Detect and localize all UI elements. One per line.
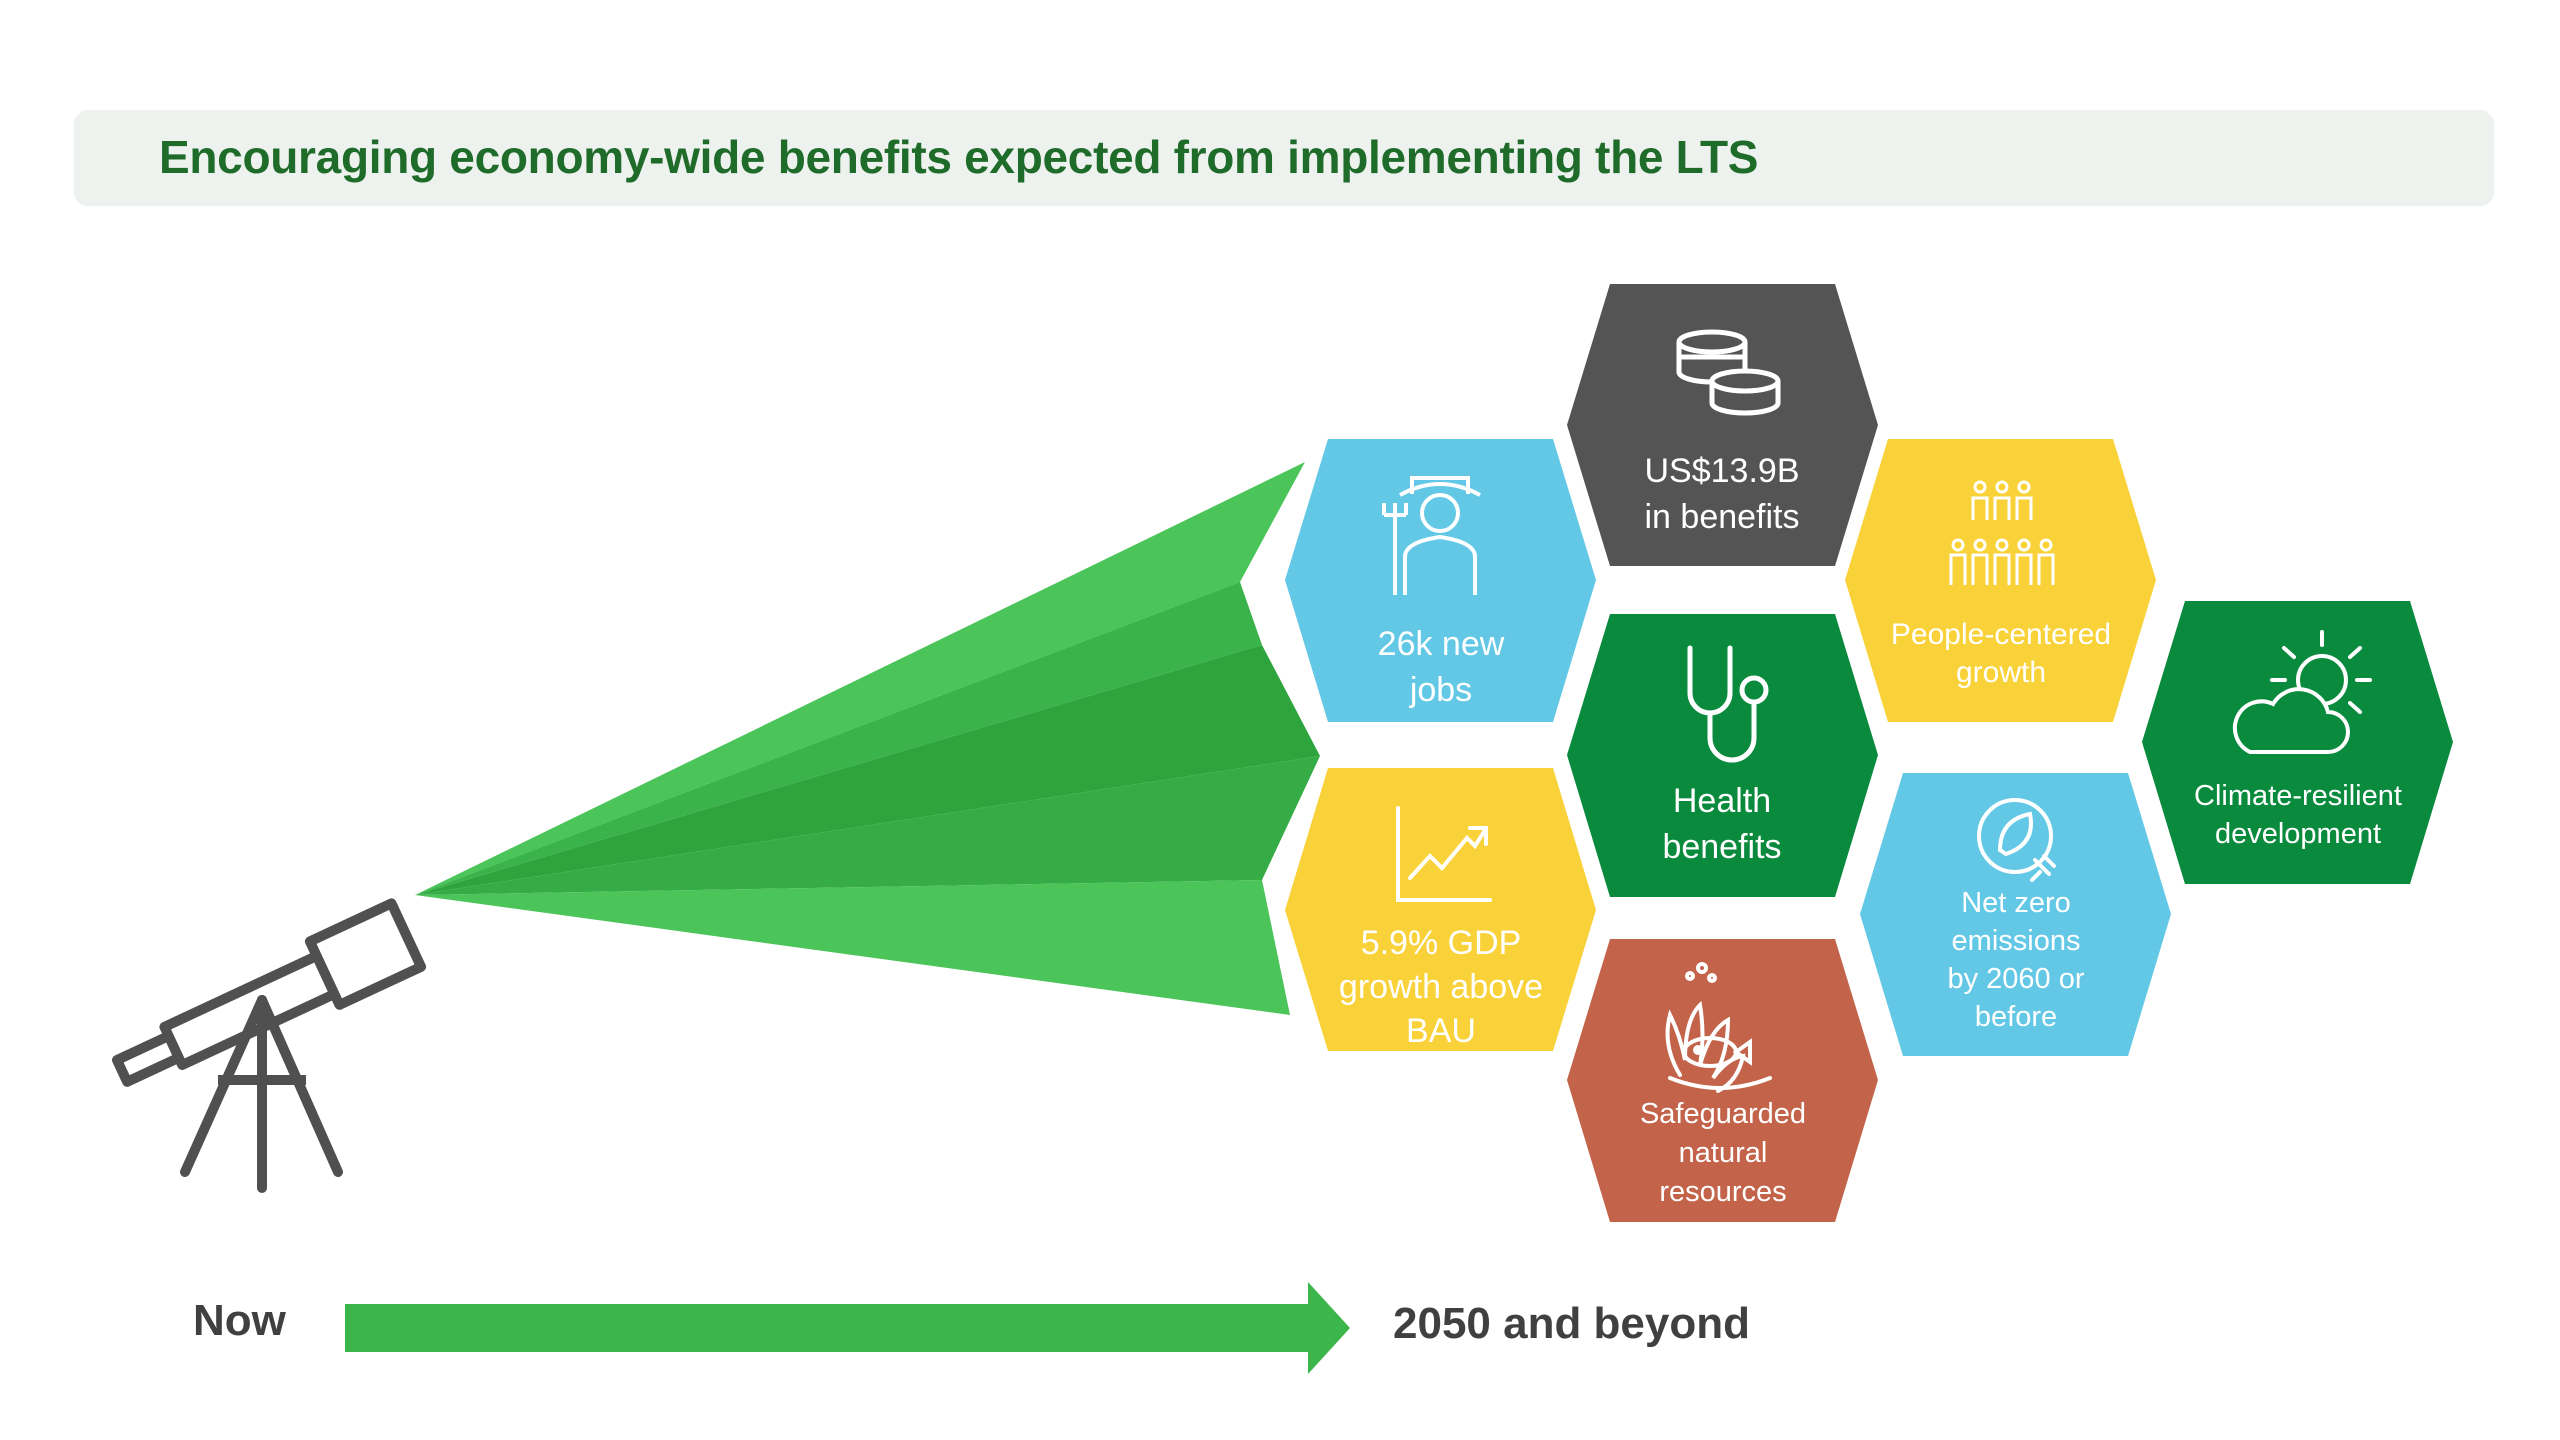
timeline-start-label: Now: [193, 1296, 286, 1345]
cone-band-1: [415, 582, 1262, 895]
telescope-icon: [111, 898, 427, 1193]
leaf-plug-icon: [1977, 798, 2056, 882]
gdp-line-3: BAU: [1406, 1012, 1476, 1050]
hex-gdp: 5.9% GDP growth above BAU: [1285, 768, 1596, 1051]
netzero-line-1: Net zero: [1961, 887, 2071, 919]
people-line-2: growth: [1956, 656, 2046, 689]
coins-icon: [1676, 329, 1781, 416]
people-line-1: People-centered: [1891, 618, 2111, 651]
health-line-2: benefits: [1662, 828, 1781, 866]
timeline-end-label: 2050 and beyond: [1393, 1299, 1751, 1348]
vision-cone: [415, 462, 1320, 1015]
page-title: Encouraging economy-wide benefits expect…: [159, 131, 1759, 183]
hex-climate: Climate-resilient development: [2142, 601, 2453, 884]
cone-band-2: [415, 645, 1320, 895]
hex-health: Health benefits: [1567, 614, 1878, 897]
cone-upper: [415, 462, 1305, 895]
hex-people-shape: [1845, 439, 2156, 722]
jobs-line-2: jobs: [1409, 671, 1472, 709]
hex-netzero-shape: [1860, 773, 2171, 1056]
benefit-hexagons: US$13.9B in benefits 26k new jobs: [1285, 284, 2453, 1222]
coral-fish-icon: [1665, 962, 1772, 1093]
netzero-line-4: before: [1975, 1001, 2057, 1033]
gdp-line-1: 5.9% GDP: [1361, 924, 1522, 962]
gdp-line-2: growth above: [1339, 968, 1543, 1006]
hex-jobs-shape: [1285, 439, 1596, 722]
netzero-line-3: by 2060 or: [1947, 963, 2084, 995]
nature-line-1: Safeguarded: [1640, 1098, 1806, 1130]
nature-line-3: resources: [1659, 1176, 1786, 1208]
hex-netzero: Net zero emissions by 2060 or before: [1860, 773, 2171, 1056]
farmer-icon: [1382, 476, 1481, 595]
finance-line-2: in benefits: [1645, 498, 1800, 536]
finance-line-1: US$13.9B: [1645, 452, 1800, 490]
hex-finance: US$13.9B in benefits: [1567, 284, 1878, 566]
hex-jobs: 26k new jobs: [1285, 439, 1596, 722]
jobs-line-1: 26k new: [1378, 625, 1505, 663]
nature-line-2: natural: [1679, 1137, 1768, 1169]
hex-nature-shape: [1567, 939, 1878, 1222]
stethoscope-icon: [1687, 645, 1769, 763]
climate-line-1: Climate-resilient: [2194, 780, 2402, 812]
cone-lower: [415, 880, 1290, 1015]
title-bar: Encouraging economy-wide benefits expect…: [74, 110, 2494, 206]
people-icon: [1949, 480, 2055, 585]
growth-chart-icon: [1396, 806, 1492, 902]
hex-gdp-shape: [1285, 768, 1596, 1051]
cone-band-3: [415, 756, 1320, 895]
climate-line-2: development: [2215, 818, 2381, 850]
hex-people: People-centered growth: [1845, 439, 2156, 722]
netzero-line-2: emissions: [1952, 925, 2081, 957]
hex-nature: Safeguarded natural resources: [1567, 939, 1878, 1222]
timeline-arrow: [345, 1282, 1350, 1374]
hex-finance-shape: [1567, 284, 1878, 566]
sun-cloud-icon: [2232, 630, 2372, 754]
health-line-1: Health: [1673, 782, 1771, 820]
